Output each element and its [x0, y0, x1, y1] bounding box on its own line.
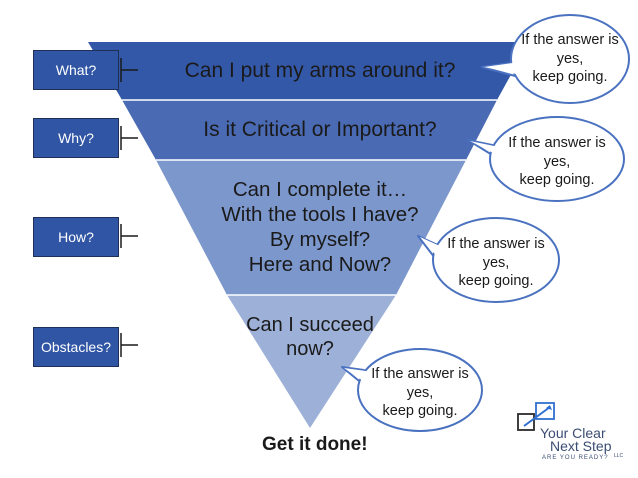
- bubble-line: yes,: [406, 384, 434, 401]
- bubble-line: yes,: [556, 50, 584, 67]
- side-label-how: How?: [33, 217, 119, 257]
- bubble-line: If the answer is: [447, 236, 545, 252]
- speech-bubble-1: [481, 14, 630, 104]
- bubble-2-text: If the answer is yes, keep going.: [496, 134, 618, 190]
- tier-2-line: Is it Critical or Important?: [203, 118, 437, 141]
- tier-3-line: Can I complete it…: [232, 178, 408, 201]
- bubble-line: If the answer is: [521, 32, 619, 48]
- tier-3-line: By myself?: [269, 228, 371, 251]
- funnel-tier-2: [122, 100, 497, 160]
- side-label-what: What?: [33, 50, 119, 90]
- logo-line-2: Next Step: [550, 438, 612, 454]
- tier-2-question: Is it Critical or Important?: [160, 117, 480, 143]
- tier-4-line: Can I succeed: [246, 314, 374, 336]
- connector-what: [120, 58, 138, 82]
- tier-1-line: Can I put my arms around it?: [184, 59, 456, 82]
- logo-mark-text: LLC: [614, 453, 624, 459]
- bubble-4-text: If the answer is yes, keep going.: [361, 365, 479, 421]
- bubble-line: keep going.: [458, 273, 534, 290]
- tier-3-question: Can I complete it… With the tools I have…: [190, 177, 450, 277]
- funnel-tier-4: [227, 295, 396, 428]
- logo-tagline: ARE YOU READY?: [542, 455, 609, 461]
- company-logo: Your Clear Next Step ARE YOU READY? LLC: [516, 400, 626, 466]
- tier-3-line: With the tools I have?: [221, 203, 419, 226]
- bubble-1-text: If the answer is yes, keep going.: [512, 31, 628, 87]
- bubble-line: keep going.: [382, 403, 458, 420]
- bubble-line: keep going.: [519, 172, 595, 189]
- funnel-tier-1: [88, 42, 529, 100]
- side-label-why: Why?: [33, 118, 119, 158]
- speech-bubble-3: [417, 217, 560, 303]
- connector-why: [120, 126, 138, 150]
- tier-3-line: Here and Now?: [248, 253, 392, 276]
- tier-4-line: now?: [286, 338, 334, 361]
- bubble-line: yes,: [482, 254, 510, 271]
- final-step-label: Get it done!: [262, 434, 368, 455]
- bubble-line: yes,: [543, 153, 571, 170]
- bubble-line: keep going.: [532, 69, 608, 86]
- speech-bubble-2: [467, 116, 625, 202]
- bubble-line: If the answer is: [508, 135, 606, 151]
- funnel-tier-3: [156, 160, 466, 295]
- tier-1-question: Can I put my arms around it?: [150, 58, 490, 84]
- speech-bubble-4: [341, 348, 483, 432]
- connector-obstacles: [120, 333, 138, 357]
- side-label-obstacles: Obstacles?: [33, 327, 119, 367]
- logo-mark-icon: [517, 402, 555, 431]
- logo-line-1: Your Clear: [540, 425, 606, 441]
- tier-4-question: Can I succeed now?: [220, 313, 400, 362]
- bubble-3-text: If the answer is yes, keep going.: [437, 235, 555, 291]
- connector-how: [120, 224, 138, 248]
- bubble-line: If the answer is: [371, 366, 469, 382]
